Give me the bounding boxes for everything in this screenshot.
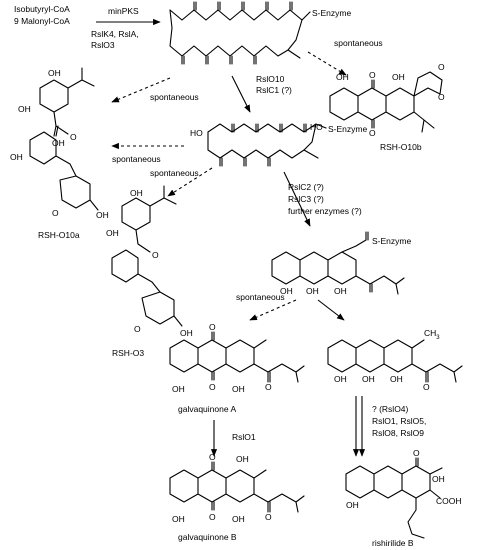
s-enzyme-label-3: S-Enzyme (372, 236, 411, 246)
compound-galvaquinone-b: O O O OH OH OH galvaquinone B (169, 452, 305, 542)
name-rsh-o3: RSH-O3 (112, 348, 144, 358)
label-spontaneous-1: spontaneous (150, 92, 199, 102)
o3-pyrone-oh: OH (180, 328, 193, 338)
compound-rsh-o3: OH OH O O OH RSH-O3 (106, 185, 193, 358)
tri-oh-3: OH (334, 286, 347, 296)
o10a-pyrone-o: O (52, 208, 59, 218)
name-rsh-o10b: RSH-O10b (380, 142, 422, 152)
gqa-o-bottom: O (209, 382, 216, 392)
o10b-pyrone-o: O (438, 62, 445, 72)
tri-oh-1: OH (280, 286, 293, 296)
rb-cooh: COOH (436, 496, 462, 506)
o10a-oh-mid: OH (52, 138, 65, 148)
arrow-spontaneous-o10a-1 (111, 77, 171, 103)
gqb-oh-top: OH (236, 454, 249, 464)
mti-methyl: CH3 (424, 328, 440, 341)
o10b-oh-1: OH (336, 72, 349, 82)
arrow-rslo10 (231, 75, 251, 113)
compound-rishirilide-b: O OH COOH OH rishirilide B (345, 448, 462, 548)
mti-oh-2: OH (362, 374, 375, 384)
pk2-ho: HO (190, 128, 203, 138)
gqb-o-top: O (209, 452, 216, 462)
arrow-spontaneous-o10b (307, 51, 347, 76)
compound-rsh-o10b: O O OH OH HO O O RSH-O10b (310, 62, 445, 152)
o10a-ketone-o: O (70, 132, 77, 142)
rb-oh: OH (432, 474, 445, 484)
o3-oh-left: OH (106, 228, 119, 238)
gqb-oh-2: OH (232, 514, 245, 524)
name-rishirilide-b: rishirilide B (372, 538, 414, 548)
o10b-ho: HO (310, 122, 323, 132)
rb-phenol-oh: OH (346, 500, 359, 510)
gqa-ketone-o: O (265, 382, 272, 392)
starter-units: Isobutyryl-CoA 9 Malonyl-CoA minPKS RslK… (14, 4, 161, 50)
gqa-oh-1: OH (172, 384, 185, 394)
step-final-line3: RslO8, RslO9 (372, 428, 424, 438)
o3-pyrone-o: O (134, 324, 141, 334)
o10a-oh-left: OH (18, 104, 31, 114)
step2-line1: RslO10 (256, 74, 285, 84)
gqa-oh-2: OH (232, 384, 245, 394)
step-final-line2: RslO1, RslO5, (372, 416, 426, 426)
o3-oh-top: OH (130, 188, 143, 198)
gqb-o-bottom: O (209, 512, 216, 522)
gqb-oh-1: OH (172, 514, 185, 524)
tricyclic-intermediate: OH OH OH S-Enzyme (271, 231, 411, 296)
mti-oh-1: OH (334, 374, 347, 384)
step-rslo1: RslO1 (232, 432, 256, 442)
label-spontaneous-3: spontaneous (150, 168, 199, 178)
enzyme-minpks: minPKS (108, 6, 139, 16)
o10b-quinone-o-top: O (369, 70, 376, 80)
label-spontaneous-2: spontaneous (112, 154, 161, 164)
name-galvaquinone-b: galvaquinone B (178, 532, 237, 542)
o10b-oh-2: OH (392, 72, 405, 82)
step-final-line1: ? (RslO4) (372, 404, 409, 414)
o10a-oh-lower: OH (10, 152, 23, 162)
label-spontaneous-4: spontaneous (236, 292, 285, 302)
step2-line2: RslC1 (?) (256, 85, 292, 95)
mti-ketone-o: O (423, 382, 430, 392)
tri-oh-2: OH (306, 286, 319, 296)
step3-line1: RslC2 (?) (288, 182, 324, 192)
name-rsh-o10a: RSH-O10a (38, 230, 80, 240)
s-enzyme-label-2: S-Enzyme (328, 124, 367, 134)
cofactors-line1: RslK4, RslA, (91, 29, 139, 39)
o10b-pyrone-ring-o: O (438, 92, 445, 102)
gqb-ketone-o: O (265, 512, 272, 522)
arrow-to-methyl-intermediate (317, 299, 345, 321)
cofactors-line2: RslO3 (91, 40, 115, 50)
o10a-oh-top: OH (48, 68, 61, 78)
polyketide-intermediate-2: HO S-Enzyme (190, 123, 367, 167)
starter-isobutyryl-coa: Isobutyryl-CoA (14, 4, 70, 14)
o10b-quinone-o-bottom: O (369, 128, 376, 138)
name-galvaquinone-a: galvaquinone A (178, 404, 236, 414)
methyl-tricyclic-intermediate: CH3 O OH OH OH (327, 328, 463, 392)
compound-galvaquinone-a: O O O OH OH galvaquinone A (169, 322, 305, 414)
s-enzyme-label-1: S-Enzyme (312, 8, 351, 18)
arrow-rslc2 (283, 171, 311, 227)
step3-line3: further enzymes (?) (288, 206, 362, 216)
compound-rsh-o10a: OH OH OH OH O O OH RSH-O10a (10, 67, 109, 240)
o3-ketone-o: O (152, 250, 159, 260)
gqa-o-top: O (209, 322, 216, 332)
mti-oh-3: OH (390, 374, 403, 384)
step3-line2: RslC3 (?) (288, 194, 324, 204)
label-spontaneous-o10b: spontaneous (334, 38, 383, 48)
polyketide-intermediate-1: S-Enzyme (169, 1, 351, 65)
arrow-spontaneous-galvaquinone-a (249, 299, 297, 321)
arrow-spontaneous-o3 (167, 167, 213, 197)
rb-ketone-o: O (413, 448, 420, 458)
o10a-pyrone-oh: OH (96, 210, 109, 220)
starter-malonyl-coa: 9 Malonyl-CoA (14, 16, 70, 26)
